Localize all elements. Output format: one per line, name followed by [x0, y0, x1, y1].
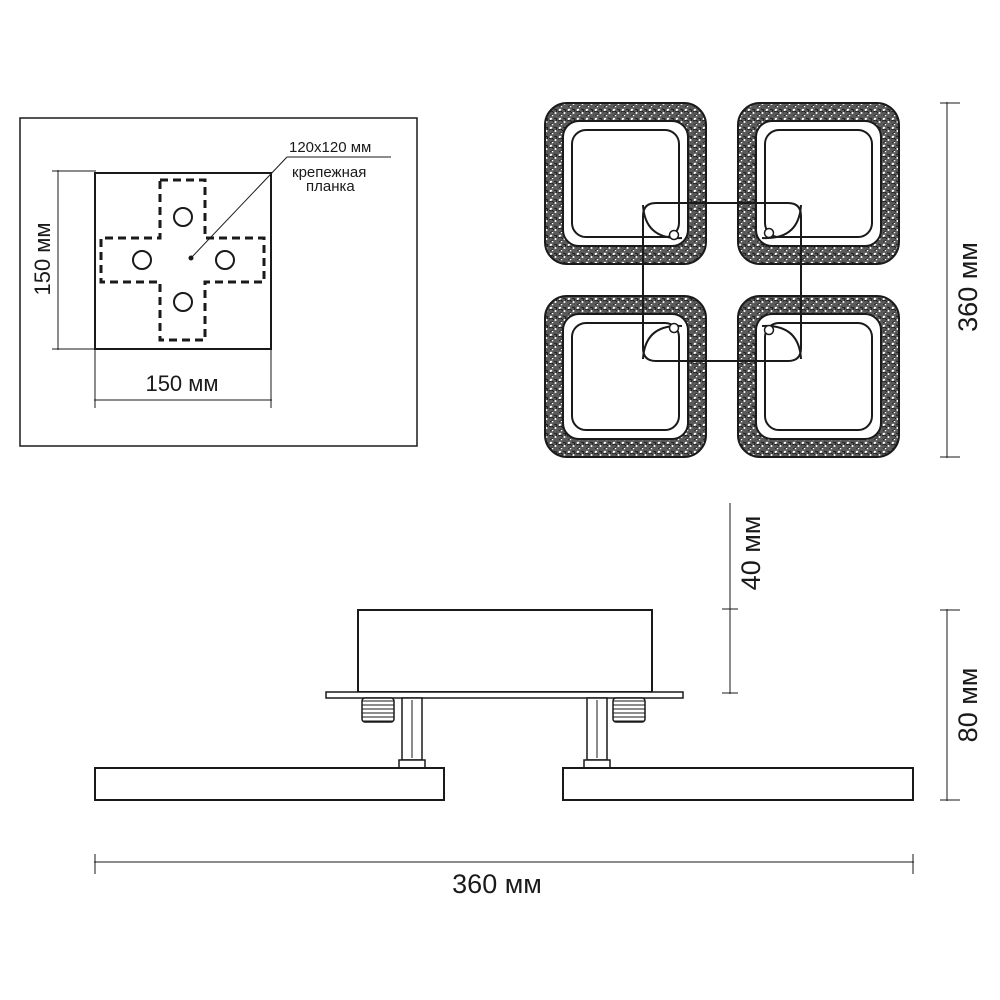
- leader-line: [190, 156, 288, 259]
- plate-height-label: 150 мм: [30, 222, 55, 295]
- plate-size-label: 120x120 мм: [289, 139, 371, 156]
- canopy-base-plate: [325, 691, 684, 699]
- total-height-label: 80 мм: [953, 668, 983, 743]
- screw-hole-right: [215, 250, 235, 270]
- mount-plate-detail: 120x120 мм крепежная планка 150 мм 150 м…: [19, 117, 418, 447]
- rod-collar: [583, 759, 611, 769]
- top-view: 360 мм: [544, 102, 983, 458]
- screw-head: [763, 227, 775, 239]
- side-view: 40 мм 80 мм 360 мм: [94, 503, 983, 899]
- plate-width-label: 150 мм: [145, 371, 218, 396]
- canopy-body: [357, 609, 653, 693]
- diffuser: [571, 129, 680, 238]
- rod-collar: [398, 759, 426, 769]
- plate-name-line1: крепежная: [292, 164, 366, 181]
- screw-head: [668, 322, 680, 334]
- nut-left: [361, 697, 395, 723]
- screw-hole-left: [132, 250, 152, 270]
- screw-hole-bottom: [173, 292, 193, 312]
- detail-frame: [19, 117, 418, 447]
- frame-side-right: [562, 767, 914, 801]
- plate-name-line2: планка: [306, 178, 355, 195]
- screw-head: [668, 229, 680, 241]
- total-width-label: 360 мм: [452, 869, 542, 899]
- frame-side-left: [94, 767, 445, 801]
- mounting-bracket-cross: [99, 178, 266, 342]
- diffuser: [571, 322, 680, 431]
- diffuser: [764, 322, 873, 431]
- diffuser: [764, 129, 873, 238]
- canopy-height-label: 40 мм: [736, 516, 766, 591]
- screw-head: [763, 324, 775, 336]
- nut-right: [612, 697, 646, 723]
- top-height-label: 360 мм: [953, 242, 983, 332]
- canopy-outline: [94, 172, 272, 350]
- screw-hole-top: [173, 207, 193, 227]
